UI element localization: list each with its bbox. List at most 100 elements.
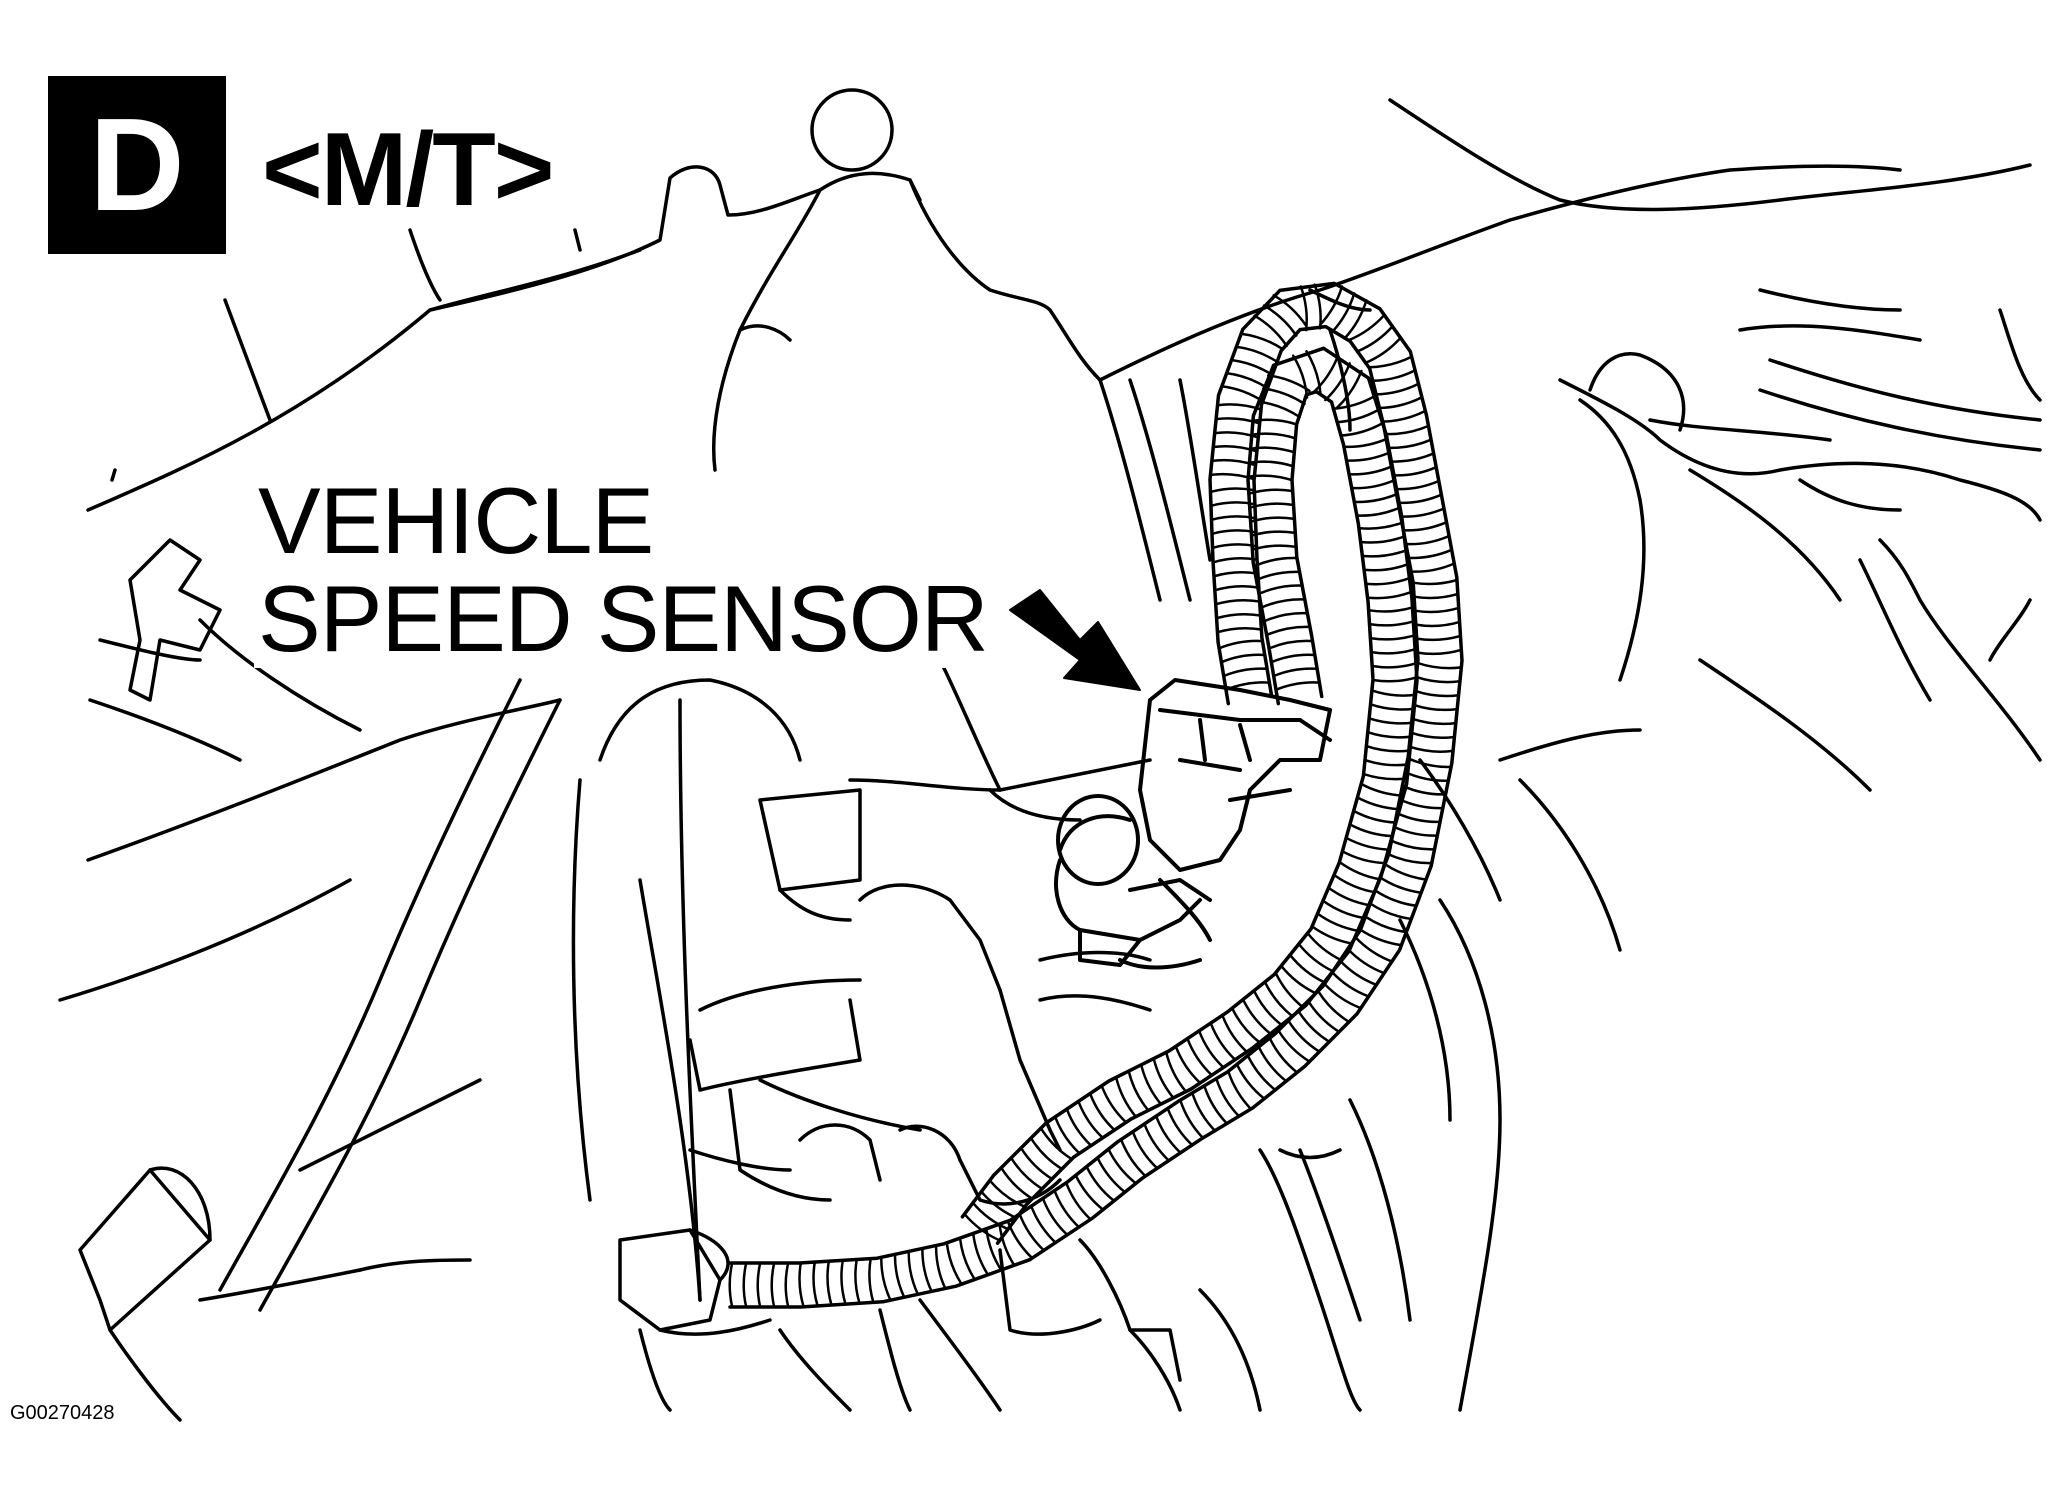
harness-rib xyxy=(1361,784,1403,796)
harness-rib xyxy=(1373,677,1417,681)
harness-connector-lower xyxy=(620,1230,1260,1410)
harness-rib xyxy=(1325,363,1349,400)
section-badge: D xyxy=(48,76,226,254)
left-support-rod xyxy=(80,680,560,1420)
right-shroud xyxy=(1560,290,2040,790)
harness-rib xyxy=(1329,888,1369,905)
harness-rib xyxy=(1241,334,1282,349)
harness-rib xyxy=(1213,446,1257,451)
harness-rib xyxy=(1215,432,1259,437)
harness-rib xyxy=(1204,1086,1227,1124)
harness-rib xyxy=(1334,875,1374,892)
harness-rib xyxy=(1144,1124,1168,1161)
harness-rib xyxy=(1369,357,1412,368)
harness-rib xyxy=(1274,669,1317,676)
harness-rib xyxy=(1301,287,1307,331)
harness-rib xyxy=(936,1246,945,1289)
harness-rib xyxy=(1259,586,1302,594)
harness-rib xyxy=(1249,490,1293,494)
harness-rib xyxy=(1418,650,1462,654)
harness-rib xyxy=(1221,655,1264,662)
pointer-arrow-icon xyxy=(1010,590,1140,690)
harness-rib xyxy=(1400,800,1443,809)
harness-rib xyxy=(1376,384,1419,395)
harness-rib xyxy=(1293,356,1307,398)
harness-rib xyxy=(1317,914,1358,931)
harness-rib xyxy=(1413,580,1457,584)
harness-rib xyxy=(1116,1077,1136,1116)
harness-rib xyxy=(1253,420,1297,425)
harness-rib xyxy=(1385,426,1428,434)
harness-rib xyxy=(1312,926,1353,943)
harness-rib xyxy=(909,1251,918,1294)
transmission-variant-label: <M/T> xyxy=(262,112,555,228)
harness-rib xyxy=(1396,481,1439,489)
harness-rib xyxy=(1350,824,1392,836)
harness-rib xyxy=(1341,423,1383,436)
harness-rib xyxy=(1409,550,1452,558)
harness-rib xyxy=(1156,1116,1180,1153)
harness-rib xyxy=(1368,592,1412,598)
harness-rib xyxy=(1258,402,1299,417)
harness-rib xyxy=(1213,558,1257,562)
harness-rib xyxy=(1129,1071,1149,1110)
harness-rib xyxy=(827,1261,831,1305)
harness-rib xyxy=(1320,287,1342,325)
harness-rib xyxy=(1388,440,1431,448)
harness-rib xyxy=(960,1238,975,1279)
harness-rib xyxy=(1166,1052,1186,1091)
harness-rib xyxy=(881,1257,890,1300)
left-bracket xyxy=(90,540,360,760)
harness-rib xyxy=(895,1254,904,1297)
harness-rib xyxy=(1342,851,1384,863)
harness-rib xyxy=(1001,1168,1032,1199)
harness-rib xyxy=(1251,532,1295,536)
harness-rib xyxy=(1168,1108,1192,1145)
harness-rib xyxy=(1298,1011,1329,1042)
harness-rib xyxy=(1066,1183,1090,1220)
harness-rib xyxy=(1276,682,1319,689)
harness-rib xyxy=(1180,1100,1203,1138)
harness-rib xyxy=(1364,564,1408,570)
harness-rib xyxy=(1352,480,1395,488)
harness-rib xyxy=(1391,841,1434,850)
harness-rib xyxy=(1251,448,1295,453)
harness-rib xyxy=(1236,347,1277,362)
harness-rib xyxy=(1021,1148,1052,1179)
harness-rib xyxy=(1348,949,1385,973)
harness-rib xyxy=(1248,1056,1276,1090)
harness-rib xyxy=(1090,1094,1114,1131)
harness-rib xyxy=(1176,1046,1200,1083)
harness-rib xyxy=(1276,973,1304,1007)
harness-rib xyxy=(1368,732,1412,737)
harness-rib xyxy=(1067,1109,1091,1146)
harness-rib xyxy=(1394,827,1437,836)
harness-rib xyxy=(1362,550,1406,556)
harness-rib xyxy=(1290,955,1324,983)
harness-rib xyxy=(1403,522,1446,530)
harness-rib xyxy=(1354,811,1396,823)
harness-rib xyxy=(1307,351,1321,393)
harness-rib xyxy=(1031,1206,1055,1243)
harness-rib xyxy=(1365,337,1401,363)
harness-rib xyxy=(1408,758,1451,767)
sensor-callout-label: VEHICLE SPEED SENSOR xyxy=(254,472,992,668)
harness-rib xyxy=(1370,635,1414,639)
harness-rib xyxy=(1340,961,1377,985)
harness-rib xyxy=(1271,655,1314,662)
harness-rib xyxy=(1373,370,1416,381)
harness-rib xyxy=(1270,1038,1297,1072)
harness-rib xyxy=(1372,663,1416,667)
harness-rib xyxy=(1232,1008,1260,1042)
harness-rib xyxy=(1055,1117,1079,1154)
figure-id: G00270428 xyxy=(10,1402,115,1424)
harness-rib xyxy=(1264,613,1307,621)
firewall-outline xyxy=(88,167,820,510)
harness-rib xyxy=(1345,300,1367,338)
harness-rib xyxy=(1406,536,1449,544)
harness-rib xyxy=(1078,1101,1102,1138)
harness-rib xyxy=(1248,476,1292,481)
harness-rib xyxy=(1357,797,1399,809)
